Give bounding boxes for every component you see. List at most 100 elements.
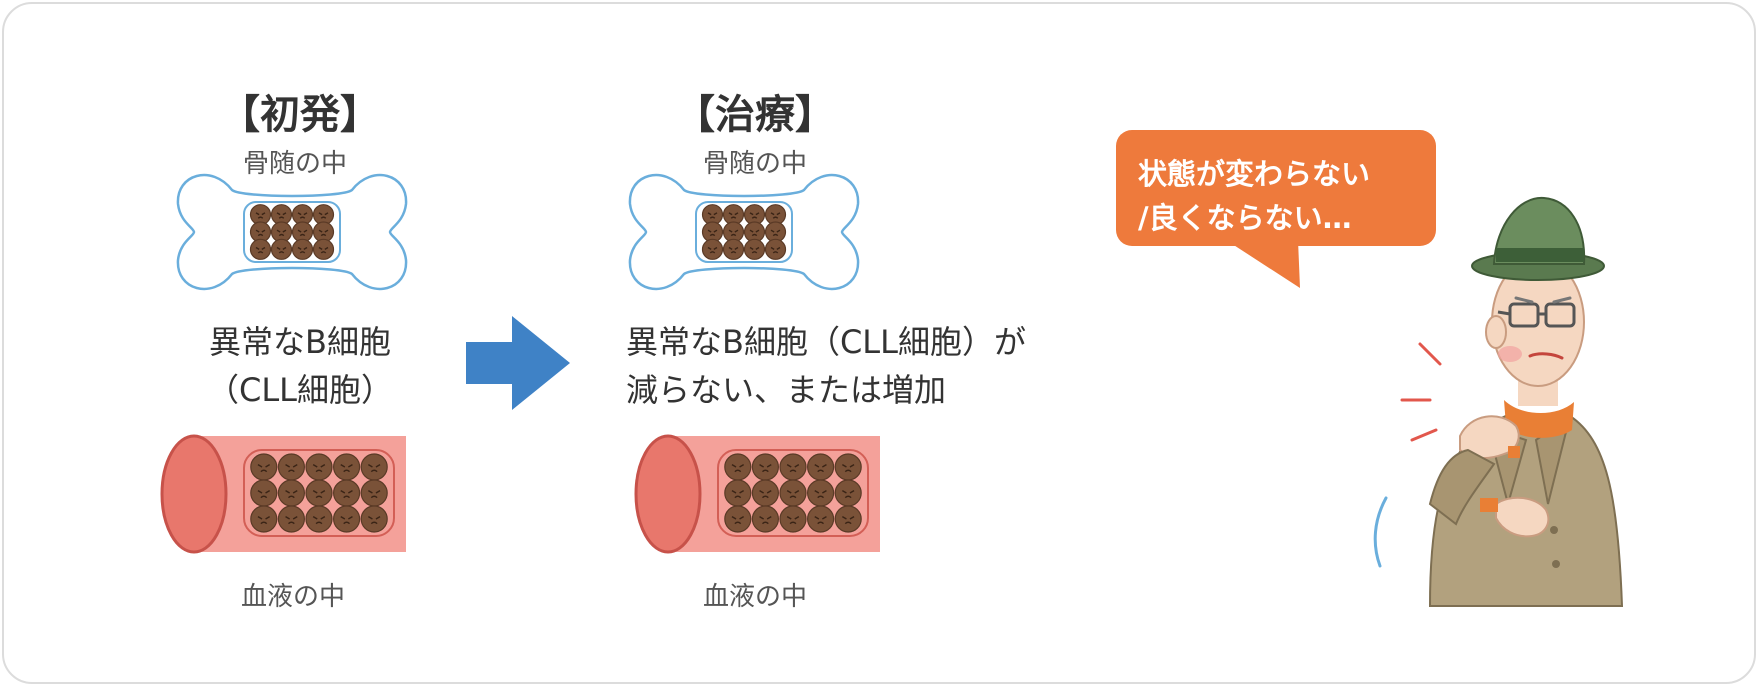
progression-arrow-icon [466,316,570,410]
cll-cell-face [749,246,760,254]
cll-cell [779,453,807,481]
cll-cell-face [814,490,827,499]
speech-bubble-text: 状態が変わらない /良くならない… [1138,152,1370,240]
cll-cell-face [257,490,270,499]
cll-cell [305,479,333,507]
treatment-heading: 【治療】 [675,92,835,138]
cll-cell-face [285,464,298,473]
cll-cell-face [312,516,326,525]
cll-cell-face [340,516,353,525]
bone-marrow-label-left: 骨随の中 [242,149,348,179]
cll-cell-face [731,490,744,499]
cll-cell-face [297,212,308,219]
cll-cell-face [707,212,718,219]
not-decreasing-text-right: 減らない、または増加 [626,371,947,409]
cll-cell [701,238,724,260]
cll-cell-face [786,490,800,499]
cll-cell-face [731,516,744,525]
cll-cell [360,453,388,481]
blood-vessel-illustration-right [634,434,880,554]
cll-cell-face [786,464,800,473]
cll-cell-face [340,490,353,499]
cll-cell-face [770,229,781,237]
cll-cell-face [749,212,760,219]
cll-cell [333,479,361,507]
cll-cell-face [318,212,329,219]
cll-cell-face [728,212,739,219]
cll-cell-face [770,246,781,254]
cll-cell-face [759,490,772,499]
blood-vessel-illustration-left [160,434,406,554]
cll-cell-face [297,229,308,237]
abnormal-b-cell-text-right: 異常なB細胞（CLL細胞）が [626,323,1026,361]
cll-cell [751,505,779,533]
cll-cell-face [842,464,855,473]
cll-cell [807,479,835,507]
cll-cell [291,238,314,260]
cll-cell [250,479,278,507]
cll-cell [751,479,779,507]
cll-cell [249,238,272,260]
cll-cell [312,238,335,260]
cll-cell-face [842,516,855,525]
cll-cell-face [728,229,739,237]
cll-cell-face [255,212,266,219]
cll-cell-face [255,246,266,254]
cll-cell [277,505,305,533]
cll-cell [779,479,807,507]
cll-cell-face [285,490,298,499]
cll-cell [743,238,766,260]
cll-cell-face [368,490,381,499]
cll-cell-face [707,246,718,254]
cll-cell [250,505,278,533]
cll-cell-face [368,464,381,473]
cll-cell [277,479,305,507]
cll-cell-face [312,490,326,499]
speech-line-2: /良くならない… [1138,201,1352,235]
cll-cell-face [728,246,739,254]
cll-cell-face [707,229,718,237]
cll-cell-face [312,464,326,473]
cll-cell [834,479,862,507]
blood-label-right: 血液の中 [702,582,808,612]
cll-cell-face [276,246,287,254]
cll-cell-face [340,464,353,473]
cll-cell [305,453,333,481]
cll-cell [360,479,388,507]
cll-cell-face [770,212,781,219]
cll-cell [250,453,278,481]
initial-onset-heading: 【初発】 [220,92,380,138]
cll-cell-face [749,229,760,237]
cll-cell [277,453,305,481]
cll-cell-face [276,212,287,219]
cll-cell-text-left: （CLL細胞） [206,371,394,409]
cll-cell-face [368,516,381,525]
speech-line-1: 状態が変わらない [1138,157,1371,191]
cll-cell-face [257,464,270,473]
cll-cell-face [276,229,287,237]
cll-cell [779,505,807,533]
cll-cell [807,453,835,481]
blood-label-left: 血液の中 [240,582,346,612]
abnormal-b-cell-text-left: 異常なB細胞 [209,323,391,361]
cll-cell [724,479,752,507]
cll-cell [764,238,787,260]
worried-elderly-man-illustration [1373,196,1624,607]
cll-cell-face [814,516,827,525]
cll-cell [807,505,835,533]
bone-marrow-label-right: 骨随の中 [702,149,808,179]
cll-cell [834,453,862,481]
cll-cell-face [759,464,772,473]
cll-cell-face [255,229,266,237]
cll-cell [724,453,752,481]
cll-cell-face [297,246,308,254]
cll-cell [305,505,333,533]
cll-cell [722,238,745,260]
cll-cell [751,453,779,481]
cll-cell [834,505,862,533]
cll-cell-face [759,516,772,525]
cll-cell [270,238,293,260]
cll-cell-face [318,246,329,254]
cll-cell-face [786,516,800,525]
cll-cell [333,505,361,533]
